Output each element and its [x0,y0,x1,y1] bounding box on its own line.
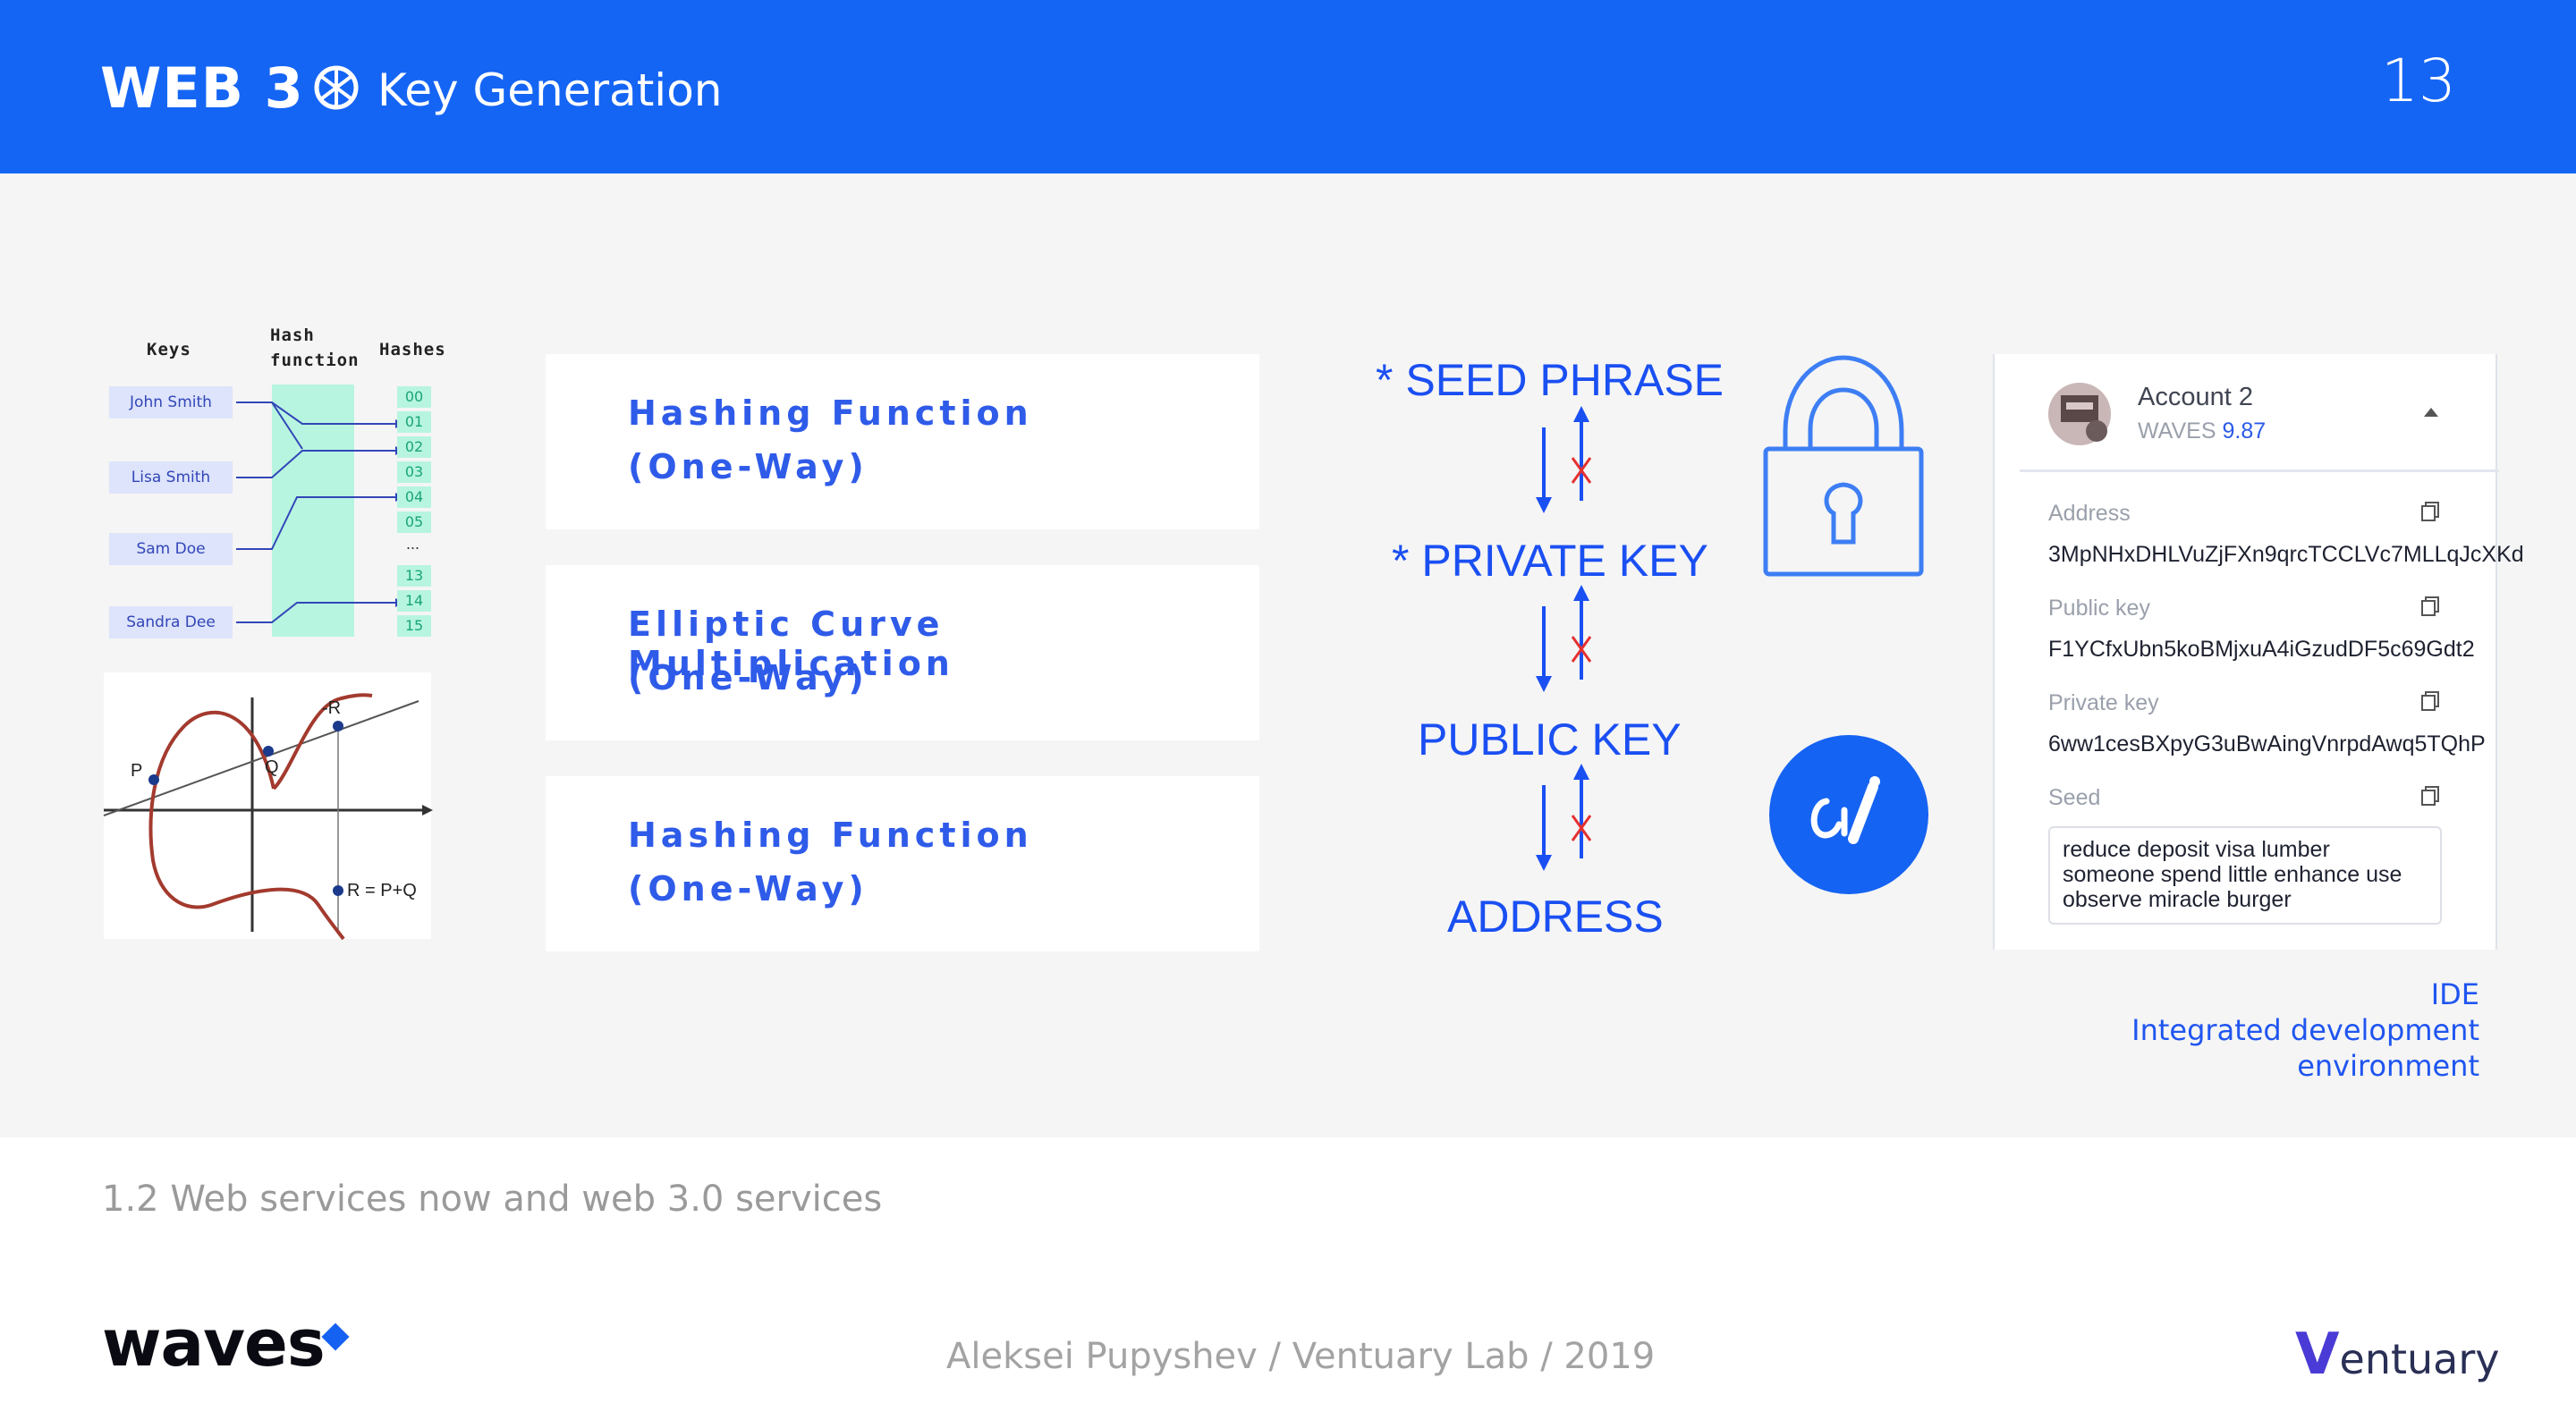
hashing-function-card: Hashing Function (One-Way) [546,776,1259,951]
card-title: Elliptic Curve Multiplication [628,604,954,683]
logo-text: WEB 3 [100,55,304,121]
wallet-panel [1993,354,2499,950]
public-key-field-label: Public key [2048,596,2150,621]
label-q: Q [265,757,279,777]
address-value: 3MpNHxDHLVuZjFXn9qrcTCCLVc7MLLqJcXKd [2048,542,2524,567]
seed-phrase-label: * SEED PHRASE [1376,355,1724,405]
seed-textarea[interactable]: reduce deposit visa lumber someone spend… [2048,826,2442,925]
label-neg-r: -R [322,698,341,718]
ide-line1: IDE [2430,977,2479,1011]
hash-item: 04 [397,486,431,508]
account-balance: WAVES 9.87 [2138,418,2266,444]
web3-logo: WEB 3 [100,55,360,121]
card-subtitle: (One-Way) [628,658,869,697]
collapse-caret-icon[interactable] [2424,408,2438,417]
key-item: John Smith [109,386,233,418]
key-item: Sam Doe [109,533,233,565]
author-credit: Aleksei Pupyshev / Ventuary Lab / 2019 [946,1336,1656,1377]
globe-icon [314,65,359,110]
ventuary-logo: Ventuary [2295,1322,2500,1388]
hash-item: 15 [397,615,431,637]
ventuary-v: V [2295,1322,2340,1388]
avatar [2048,383,2111,445]
hash-table-diagram: Keys Hash function Hashes John Smith Lis… [100,318,458,640]
account-name: Account 2 [2138,383,2253,411]
address-field-label: Address [2048,501,2131,526]
hash-item: 03 [397,461,431,483]
wallet-header [2020,354,2499,472]
hashes-header: Hashes [379,340,446,359]
card-title: Hashing Function [628,393,1033,433]
copy-icon[interactable] [2420,596,2440,617]
page-title: Key Generation [377,64,723,116]
copy-icon[interactable] [2420,690,2440,712]
seed-field-label: Seed [2048,785,2101,810]
key-item: Sandra Dee [109,606,233,638]
hash-item: 01 [397,411,431,433]
one-way-arrows [1536,406,1592,871]
section-title: 1.2 Web services now and web 3.0 service… [102,1179,883,1220]
header-bar: WEB 3 Key Generation 13 [0,0,2576,173]
copy-icon[interactable] [2420,501,2440,522]
balance-currency: WAVES [2138,418,2216,444]
card-subtitle: (One-Way) [628,869,869,909]
private-key-value: 6ww1cesBXpyG3uBwAingVnrpdAwq5TQhP [2048,731,2486,756]
label-r: R = P+Q [347,881,417,900]
hash-ellipsis: ... [406,535,420,553]
private-key-label: * PRIVATE KEY [1392,536,1708,586]
hash-item: 00 [397,386,431,408]
ventuary-rest: entuary [2339,1335,2500,1383]
hash-header-line2: function [270,351,360,370]
public-key-value: F1YCfxUbn5koBMjxuA4iGzudDF5c69Gdt2 [2048,637,2475,662]
ide-line2: Integrated development [2131,1013,2479,1047]
public-key-label: PUBLIC KEY [1418,714,1682,765]
footer [0,1137,2576,1420]
elliptic-curve-graph: P Q -R R = P+Q [103,672,433,941]
hash-item: 05 [397,511,431,533]
hash-item: 13 [397,565,431,587]
ide-caption: IDE Integrated development environment [2131,976,2479,1084]
waves-logo: waves [102,1306,326,1381]
lock-icon [1763,355,1924,577]
label-p: P [131,761,142,781]
hash-item: 02 [397,436,431,458]
card-title: Hashing Function [628,816,1033,855]
hash-item: 14 [397,590,431,612]
key-item: Lisa Smith [109,461,233,494]
page-number: 13 [2381,46,2456,115]
hashing-function-card: Hashing Function (One-Way) [546,354,1259,529]
signature-icon [1769,735,1928,894]
ide-line3: environment [2297,1049,2479,1083]
elliptic-curve-card: Elliptic Curve Multiplication (One-Way) [546,565,1259,740]
copy-icon[interactable] [2420,785,2440,807]
address-label: ADDRESS [1447,892,1664,942]
keys-header: Keys [147,340,191,359]
private-key-field-label: Private key [2048,690,2159,715]
card-subtitle: (One-Way) [628,447,869,486]
balance-value: 9.87 [2222,418,2267,444]
hash-header-line1: Hash [270,325,315,345]
